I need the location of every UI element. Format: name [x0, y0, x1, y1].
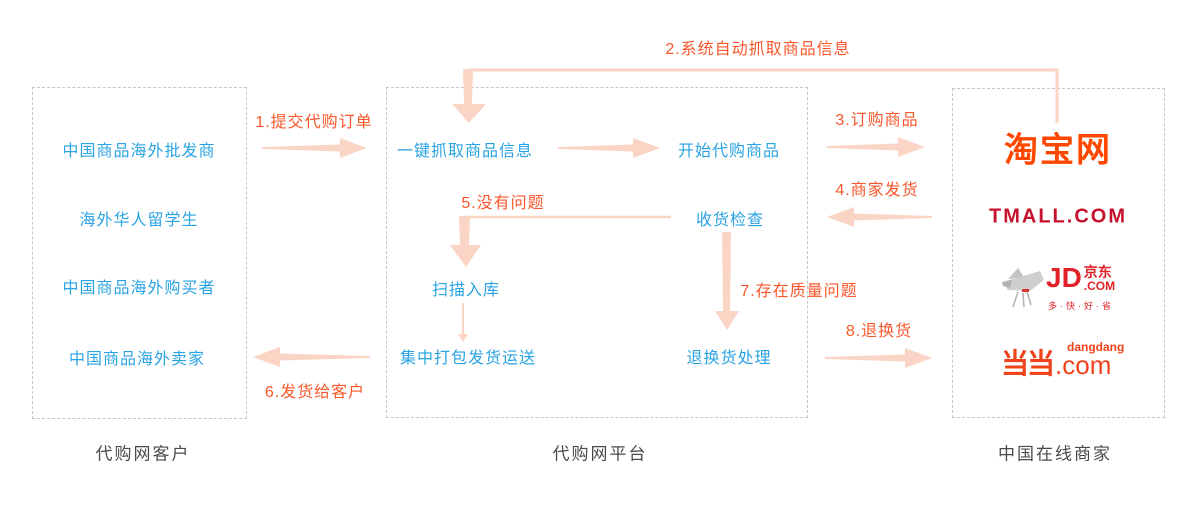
node-receive-inspect: 收货检查	[695, 212, 765, 229]
customers-caption: 代购网客户	[95, 444, 191, 464]
step7-label: 7.存在质量问题	[740, 283, 858, 300]
step2-label: 2.系统自动抓取商品信息	[665, 41, 851, 58]
jd-chinese-name: 京东	[1083, 264, 1112, 280]
customer-buyer: 中国商品海外购买者	[62, 280, 216, 297]
taobao-logo: 淘宝网	[1004, 131, 1112, 170]
dangdang-latin-name: dangdang	[1067, 340, 1125, 354]
jd-wordmark: JD	[1046, 262, 1082, 293]
jd-slogan: 多·快·好·省	[1048, 301, 1114, 311]
merchants-caption: 中国在线商家	[998, 444, 1112, 464]
step1-label: 1.提交代购订单	[255, 114, 373, 131]
node-grab-info: 一键抓取商品信息	[396, 143, 534, 160]
customer-seller: 中国商品海外卖家	[68, 351, 206, 368]
step6-label: 6.发货给客户	[264, 384, 366, 401]
step5-label: 5.没有问题	[461, 195, 545, 212]
tmall-logo: TMALL.COM	[989, 205, 1127, 228]
arrow-step3-order-goods	[827, 137, 925, 157]
step4-label: 4.商家发货	[835, 182, 919, 199]
arrow-step1-submit-order	[262, 138, 367, 158]
arrow-step7-quality-problem	[715, 232, 739, 330]
arrow-step2-auto-grab	[452, 68, 1059, 123]
arrow-step5-no-problem	[450, 215, 671, 267]
node-start-purchase: 开始代购商品	[677, 143, 781, 160]
arrow-grab-to-start	[558, 138, 660, 158]
platform-box	[386, 87, 808, 418]
jd-logo: JD 京东 .COM	[1000, 262, 1116, 309]
arrow-scan-to-pack	[458, 303, 468, 342]
arrow-step8-return-goods	[825, 348, 932, 368]
customer-wholesaler: 中国商品海外批发商	[62, 143, 216, 160]
customer-student: 海外华人留学生	[79, 212, 199, 229]
customers-box	[32, 87, 247, 419]
node-pack-ship: 集中打包发货运送	[399, 350, 537, 367]
dangdang-logo: 当当 dangdang .com	[1001, 340, 1125, 380]
step8-label: 8.退换货	[845, 323, 913, 340]
jd-com-suffix: .COM	[1083, 279, 1116, 293]
platform-caption: 代购网平台	[552, 444, 648, 464]
dangdang-chinese-mark: 当当	[1001, 348, 1055, 379]
node-scan-warehouse: 扫描入库	[431, 282, 501, 299]
arrow-step6-ship-to-customer	[253, 347, 370, 367]
dangdang-com-suffix: .com	[1055, 350, 1112, 380]
jd-dog-mascot-icon	[1002, 268, 1044, 308]
step3-label: 3.订购商品	[835, 112, 919, 129]
arrow-step4-merchant-ship	[827, 207, 932, 227]
node-return-handling: 退换货处理	[686, 350, 772, 367]
